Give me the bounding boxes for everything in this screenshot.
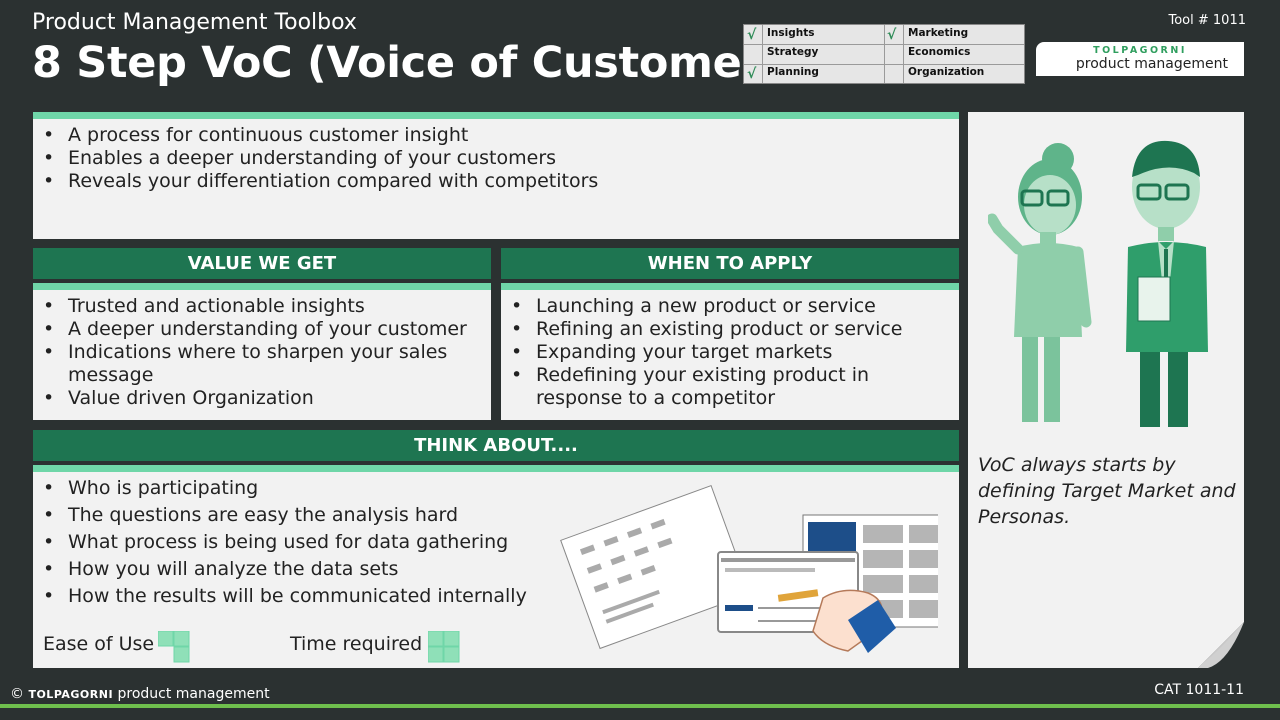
- personas-panel: VoC always starts by defining Target Mar…: [968, 112, 1244, 668]
- list-item: Redefining your existing product in resp…: [501, 364, 941, 410]
- list-item: Launching a new product or service: [501, 295, 941, 318]
- catalog-number: CAT 1011-11: [1154, 682, 1244, 698]
- think-panel: Who is participating The questions are e…: [33, 465, 959, 668]
- think-list: Who is participating The questions are e…: [33, 475, 553, 610]
- think-heading: THINK ABOUT....: [33, 430, 959, 461]
- personas-illustration: [988, 140, 1208, 427]
- ease-of-use-label: Ease of Use: [43, 633, 155, 655]
- page-title: 8 Step VoC (Voice of Customer): [32, 38, 782, 88]
- list-item: Reveals your differentiation compared wi…: [33, 170, 598, 193]
- category-table: √ Insights √ Marketing Strategy Economic…: [743, 24, 1025, 84]
- page-fold: [1198, 622, 1244, 668]
- list-item: Value driven Organization: [33, 387, 473, 410]
- logo-brand: TOLPAGORNI: [1093, 45, 1187, 56]
- category-organization: Organization: [908, 66, 985, 78]
- list-item: A deeper understanding of your customer: [33, 318, 473, 341]
- footer-copyright: © TOLPAGORNI product management: [10, 686, 270, 702]
- toolbox-subtitle: Product Management Toolbox: [32, 10, 357, 35]
- list-item: Expanding your target markets: [501, 341, 941, 364]
- value-heading: VALUE WE GET: [33, 248, 491, 279]
- personas-note: VoC always starts by defining Target Mar…: [978, 454, 1236, 528]
- footer-tagline: product management: [117, 686, 270, 702]
- category-insights: Insights: [767, 27, 815, 39]
- list-item: Enables a deeper understanding of your c…: [33, 147, 598, 170]
- list-item: How the results will be communicated int…: [33, 583, 553, 610]
- value-panel: Trusted and actionable insights A deeper…: [33, 283, 491, 420]
- footer-accent-line: [0, 704, 1280, 708]
- check-marketing-icon: √: [887, 27, 897, 43]
- list-item: Who is participating: [33, 475, 553, 502]
- intro-panel: A process for continuous customer insigh…: [33, 112, 959, 239]
- check-planning-icon: √: [747, 66, 757, 82]
- check-insights-icon: √: [747, 27, 757, 43]
- list-item: A process for continuous customer insigh…: [33, 124, 598, 147]
- category-strategy: Strategy: [767, 46, 819, 58]
- list-item: What process is being used for data gath…: [33, 529, 553, 556]
- footer-brand: TOLPAGORNI: [28, 688, 114, 701]
- intro-list: A process for continuous customer insigh…: [33, 124, 598, 193]
- value-list: Trusted and actionable insights A deeper…: [33, 295, 473, 410]
- list-item: Indications where to sharpen your sales …: [33, 341, 473, 387]
- category-marketing: Marketing: [908, 27, 969, 39]
- list-item: The questions are easy the analysis hard: [33, 502, 553, 529]
- list-item: Refining an existing product or service: [501, 318, 941, 341]
- category-planning: Planning: [767, 66, 819, 78]
- documents-illustration: [560, 485, 938, 653]
- ease-of-use-rating-icon: [158, 631, 190, 663]
- copyright-symbol: ©: [10, 686, 24, 702]
- logo-tagline: product management: [1075, 56, 1228, 72]
- time-required-label: Time required: [290, 633, 423, 655]
- when-heading: WHEN TO APPLY: [501, 248, 959, 279]
- list-item: Trusted and actionable insights: [33, 295, 473, 318]
- brand-logo: TOLPAGORNI product management: [1036, 42, 1244, 76]
- list-item: How you will analyze the data sets: [33, 556, 553, 583]
- when-panel: Launching a new product or service Refin…: [501, 283, 959, 420]
- category-economics: Economics: [908, 46, 971, 58]
- time-required-rating-icon: [428, 631, 460, 663]
- tool-number: Tool # 1011: [1168, 13, 1247, 28]
- when-list: Launching a new product or service Refin…: [501, 295, 941, 410]
